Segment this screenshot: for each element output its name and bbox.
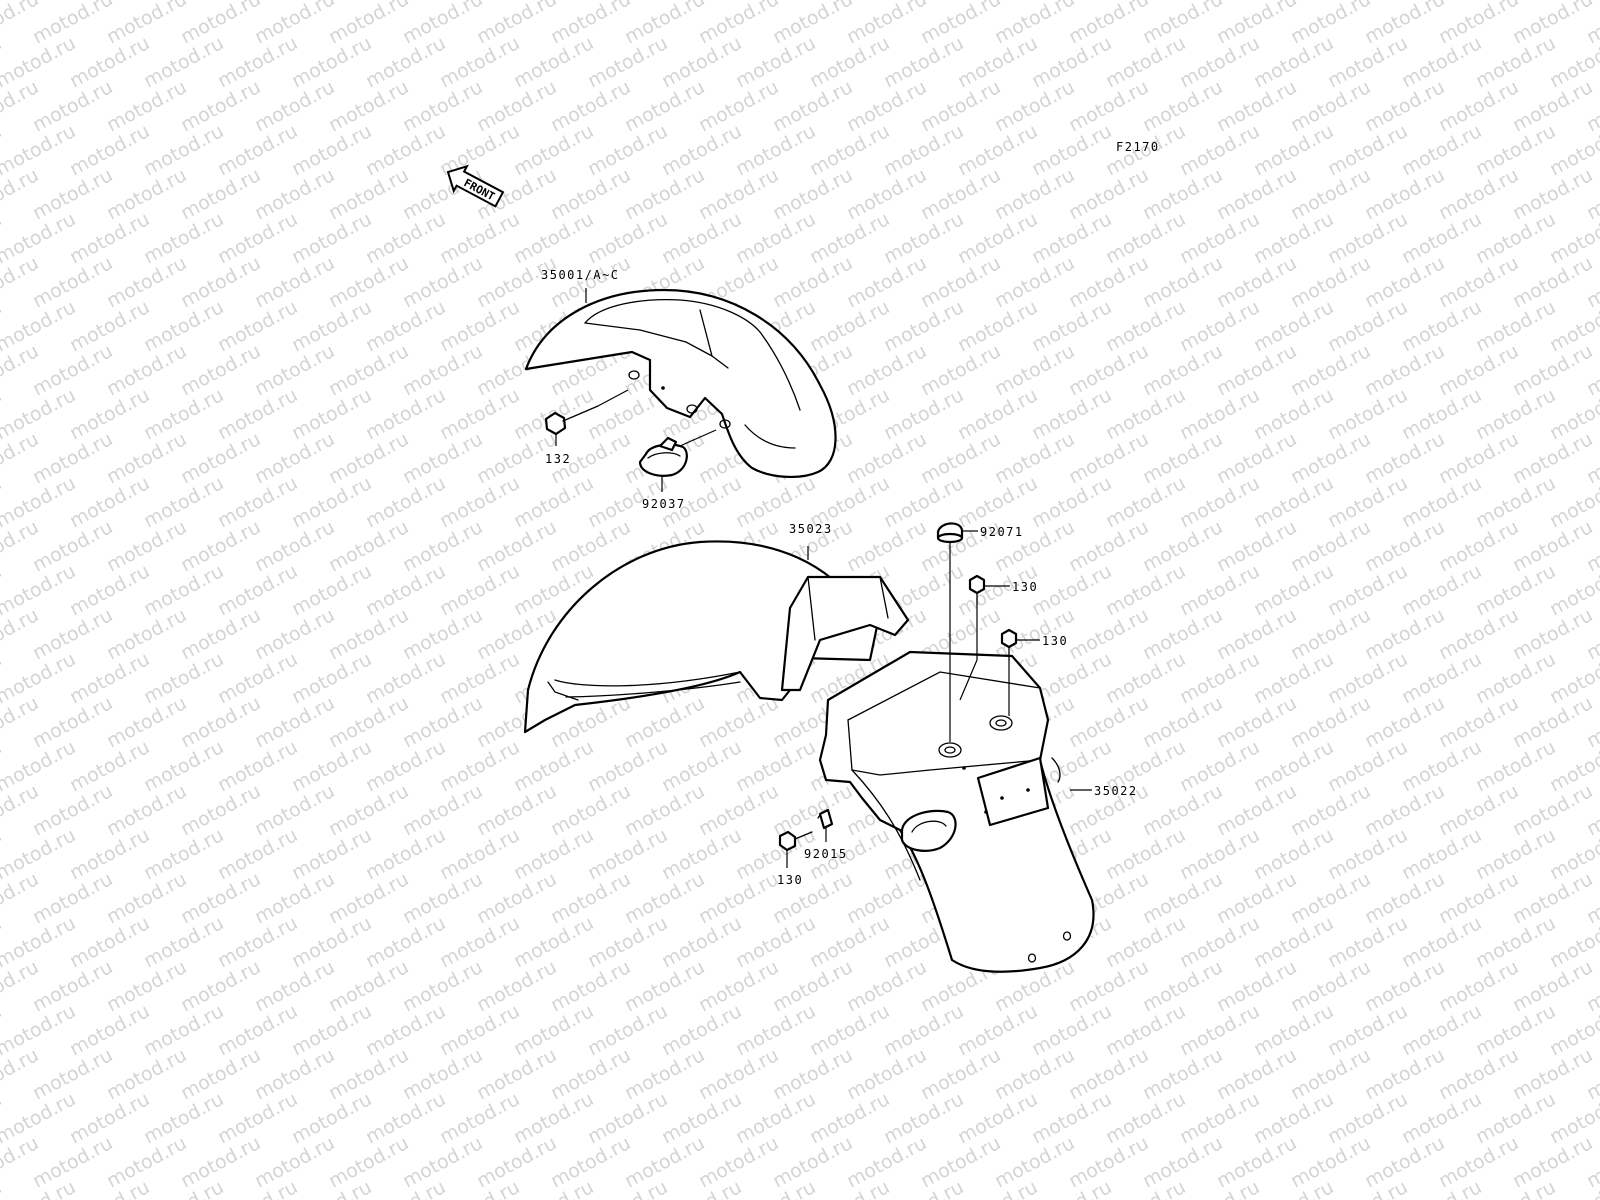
label-bolt-130-bottom: 130 [777,873,803,887]
figure-code: F2170 [1116,140,1160,154]
nut-clip-92015-icon [817,808,834,830]
bolt-130-lower-icon [1000,628,1018,661]
watermark-text: motod.ru [0,1176,5,1200]
rear-fender-rear-piece [818,650,1095,973]
label-cap-92071: 92071 [980,525,1024,539]
cap-92071-icon [936,522,964,544]
leader-grommet [679,429,717,447]
leader-bolt-130-upper [959,605,978,701]
label-rear-fender-rear: 35022 [1094,784,1138,798]
label-bolt-130-upper: 130 [1012,580,1038,594]
bolt-132-icon [544,405,599,436]
label-rear-fender-front: 35023 [789,522,833,536]
rear-fender-front-piece [523,540,910,734]
bolt-130-upper-icon [968,574,986,606]
label-grommet-92037: 92037 [642,497,686,511]
label-nut-clip-92015: 92015 [804,847,848,861]
label-front-fender: 35001/A~C [541,268,620,282]
leader-bolt-132 [597,389,629,407]
label-bolt-132: 132 [545,452,571,466]
front-fender [524,288,837,479]
label-bolt-130-lower: 130 [1042,634,1068,648]
bolt-130-bottom-icon [778,830,813,852]
grommet-92037-icon [638,436,688,477]
